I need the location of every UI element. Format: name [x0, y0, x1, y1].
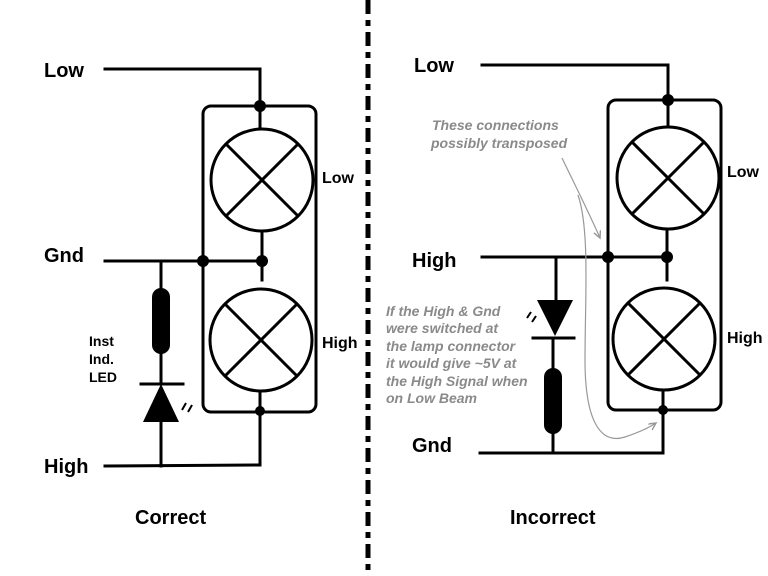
- resistor: [544, 368, 562, 434]
- note-side-line: were switched at: [386, 320, 499, 336]
- junction-node: [254, 100, 266, 112]
- lamp-low-label: Low: [727, 164, 760, 181]
- terminal-gnd-label: Gnd: [412, 435, 452, 457]
- junction-node: [658, 405, 668, 415]
- terminal-gnd-label: Gnd: [44, 245, 84, 267]
- lamp-high-label: High: [727, 330, 763, 347]
- led-diode-icon: [537, 300, 573, 336]
- led-label-line: LED: [89, 369, 117, 385]
- low-wire: [480, 63, 670, 102]
- correct-circuit: Low Gnd High Low High Inst Ind. LED Corr…: [44, 60, 358, 529]
- terminal-high-label: High: [412, 250, 456, 272]
- annotation-arrow: [577, 194, 656, 439]
- low-wire: [103, 67, 262, 108]
- note-top-line: These connections: [432, 117, 559, 133]
- terminal-low-label: Low: [414, 55, 454, 77]
- incorrect-circuit: Low High Gnd Low High These connections …: [386, 55, 763, 529]
- caption-correct: Correct: [135, 507, 206, 529]
- led-diode-icon: [143, 384, 179, 422]
- lamp-low-label: Low: [322, 170, 355, 187]
- note-side-line: the High Signal when: [386, 373, 528, 389]
- led-label-line: Ind.: [89, 351, 114, 367]
- caption-incorrect: Incorrect: [510, 507, 596, 529]
- annotation-arrow: [561, 157, 600, 238]
- note-side-line: it would give ~5V at: [386, 355, 518, 371]
- junction-node: [256, 255, 268, 267]
- note-side-line: the lamp connector: [386, 338, 517, 354]
- resistor: [152, 288, 170, 354]
- junction-node: [255, 406, 265, 416]
- led-label-line: Inst: [89, 333, 114, 349]
- lamp-high-icon: [611, 286, 717, 392]
- lamp-low-icon: [209, 127, 315, 233]
- high-wire: [103, 410, 262, 468]
- terminal-low-label: Low: [44, 60, 84, 82]
- note-top-line: possibly transposed: [430, 135, 568, 151]
- lamp-low-icon: [615, 125, 721, 231]
- junction-node: [602, 251, 614, 263]
- junction-node: [662, 94, 674, 106]
- note-side-line: If the High & Gnd: [386, 303, 501, 319]
- note-side-line: on Low Beam: [386, 390, 477, 406]
- junction-node: [197, 255, 209, 267]
- junction-node: [661, 251, 673, 263]
- lamp-high-label: High: [322, 335, 358, 352]
- lamp-high-icon: [208, 287, 314, 393]
- terminal-high-label: High: [44, 456, 88, 478]
